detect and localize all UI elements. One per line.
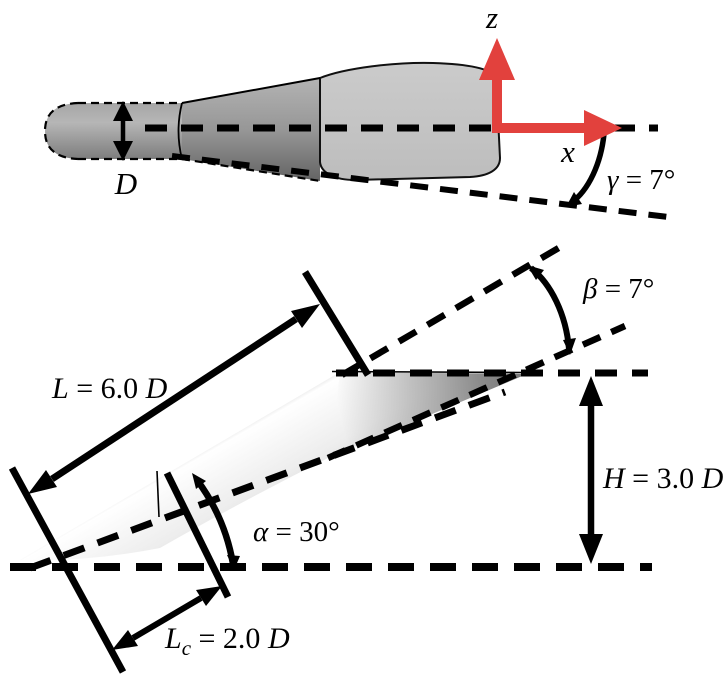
cone-length-subscript: c [182, 636, 192, 660]
base-angle-upper-line [340, 243, 564, 378]
nose-cap [45, 103, 78, 159]
incidence-axis-line [28, 388, 507, 572]
z-axis-label: z [485, 0, 498, 35]
diameter-arrowhead-up [113, 101, 133, 121]
flare-bottom-edge [181, 157, 321, 183]
cone-length-arrowhead-down [112, 630, 138, 650]
flare-top-edge [181, 77, 321, 104]
base-angle-value: = 7° [597, 273, 654, 305]
boattail-angle-arrowhead [566, 192, 582, 207]
tick-left [8, 466, 127, 674]
base-edge-line [326, 323, 627, 461]
aft-body [319, 61, 502, 182]
cone-length-arrow [112, 586, 222, 650]
height-symbol: H [602, 462, 627, 495]
side-view: L = 6.0 D β = 7° H = 3.0 D α = 30° Lc = … [8, 243, 724, 674]
length-value: = 6.0 [69, 372, 146, 405]
incidence-arc-arrowhead-up [192, 473, 206, 489]
length-unit: D [145, 372, 168, 405]
cone-length-value: = 2.0 [191, 622, 268, 655]
boattail-angle-arc [569, 133, 607, 206]
height-arrowhead-up [579, 376, 603, 406]
incidence-angle-value: = 30° [268, 516, 339, 548]
height-label: H = 3.0 D [602, 462, 724, 495]
diameter-arrow [113, 101, 133, 161]
cone-length-arrowhead-up [196, 586, 222, 606]
base-angle-arc [527, 265, 576, 355]
base-arc-arrowhead-down [563, 338, 576, 355]
diameter-arrowhead-down [113, 141, 133, 161]
z-axis-arrowhead [479, 38, 515, 80]
boattail-angle-label: γ = 7° [607, 164, 675, 196]
height-value: = 3.0 [625, 462, 702, 495]
nose-cap-outline [43, 101, 79, 161]
base-angle-symbol: β [582, 273, 598, 305]
boattail-angle-symbol: γ [607, 164, 620, 196]
height-arrow [579, 376, 603, 564]
coordinate-axes [479, 38, 622, 146]
top-view: z x D γ = 7° [43, 0, 675, 220]
x-axis-arrowhead [584, 110, 622, 146]
length-arrowhead-up [291, 304, 320, 328]
diameter-label: D [114, 166, 137, 201]
cone-junction-line [156, 470, 160, 518]
base-angle-label: β = 7° [582, 273, 654, 305]
length-arrow [28, 304, 320, 494]
cone-length-label: Lc = 2.0 D [164, 622, 290, 660]
incidence-arc-arrowhead-down [227, 555, 240, 570]
height-arrowhead-down [579, 534, 603, 564]
incidence-angle-symbol: α [253, 516, 269, 548]
incidence-angle-arc [192, 473, 240, 570]
tick-middle [163, 471, 232, 599]
cone-length-symbol: L [164, 622, 182, 655]
base-arc-arrowhead-up [527, 265, 544, 280]
cone-length-unit: D [267, 622, 290, 655]
length-symbol: L [51, 372, 69, 405]
length-arrowhead-down [28, 470, 57, 494]
boattail-angle-value: = 7° [618, 164, 675, 196]
x-axis-label: x [560, 134, 575, 169]
incidence-angle-label: α = 30° [253, 516, 340, 548]
height-unit: D [701, 462, 724, 495]
length-label: L = 6.0 D [51, 372, 168, 405]
flare-section [182, 78, 320, 181]
boattail-angle-line [171, 153, 669, 220]
tick-top [302, 270, 371, 377]
